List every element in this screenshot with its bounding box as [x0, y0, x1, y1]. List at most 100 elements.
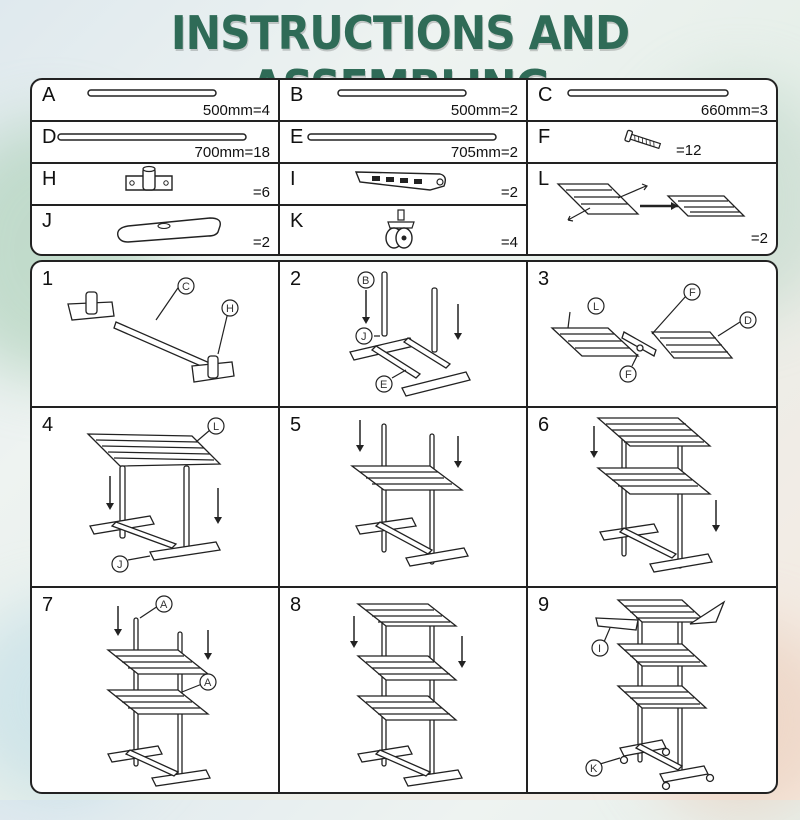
rod-icon	[57, 133, 247, 141]
callout-f	[619, 365, 637, 383]
part-letter: K	[290, 210, 304, 232]
part-quantity: =2	[750, 230, 768, 247]
callout-i	[591, 639, 609, 657]
callout-j	[111, 555, 129, 573]
grid-divider	[32, 406, 776, 408]
part-letter: E	[290, 126, 304, 148]
callout-e-label: E	[380, 379, 387, 391]
part-b: B 500mm=2	[280, 80, 526, 120]
base-foot-icon	[117, 217, 221, 243]
step-number: 3	[538, 268, 550, 290]
part-letter: A	[42, 84, 56, 106]
step-1-diagram: C H	[67, 277, 239, 383]
part-quantity: =4	[500, 234, 518, 251]
callout-c-label: C	[182, 281, 190, 293]
part-quantity: 700mm=18	[194, 144, 270, 161]
step-4: 4 L J	[32, 408, 278, 586]
callout-k-label: K	[590, 763, 598, 775]
step-3-diagram: L F D F	[550, 283, 757, 383]
part-quantity: 660mm=3	[700, 102, 768, 119]
step-5-diagram	[350, 420, 469, 567]
part-letter: J	[42, 210, 52, 232]
folding-shelf-icon	[556, 183, 746, 222]
rod-icon	[87, 89, 217, 97]
callout-a	[155, 595, 173, 613]
rod-icon	[307, 133, 497, 141]
callout-f-label: F	[689, 287, 696, 299]
part-f: F =12	[528, 122, 776, 162]
callout-h-label: H	[226, 303, 234, 315]
grid-divider	[32, 204, 526, 206]
callout-i-label: I	[598, 643, 601, 655]
callout-j-label: J	[361, 331, 367, 343]
callout-d-label: D	[744, 315, 752, 327]
screw-icon	[624, 129, 662, 150]
step-4-diagram: L J	[86, 417, 225, 573]
step-5: 5	[280, 408, 526, 586]
part-quantity: =12	[676, 142, 702, 159]
part-l: L =2	[528, 164, 776, 254]
part-letter: L	[538, 168, 550, 190]
step-9-diagram: I K	[585, 599, 726, 791]
rod-icon	[567, 89, 729, 97]
step-1: 1 C H	[32, 262, 278, 406]
step-number: 6	[538, 414, 550, 436]
callout-e	[375, 375, 393, 393]
step-number: 5	[290, 414, 302, 436]
step-number: 7	[42, 594, 54, 616]
step-number: 4	[42, 414, 54, 436]
connector-bracket-icon	[125, 165, 173, 191]
callout-c	[177, 277, 195, 295]
part-h: H =6	[32, 164, 278, 204]
part-letter: F	[538, 126, 551, 148]
grid-divider	[278, 80, 280, 254]
part-c: C 660mm=3	[528, 80, 776, 120]
step-7-diagram: A A	[106, 595, 217, 787]
part-quantity: =2	[252, 234, 270, 251]
assembly-steps-panel: 1 C H 2	[30, 260, 778, 794]
callout-f	[683, 283, 701, 301]
part-letter: C	[538, 84, 553, 106]
callout-l-label: L	[213, 421, 219, 433]
part-quantity: 705mm=2	[450, 144, 518, 161]
part-k: K =4	[280, 206, 526, 254]
callout-a-label: A	[204, 677, 212, 689]
step-number: 9	[538, 594, 550, 616]
step-2-diagram: B J E	[349, 271, 471, 397]
callout-b-label: B	[362, 275, 369, 287]
step-7: 7 A A	[32, 588, 278, 792]
callout-f-label: F	[625, 369, 632, 381]
part-j: J =2	[32, 206, 278, 254]
callout-l	[207, 417, 225, 435]
part-letter: D	[42, 126, 57, 148]
caster-wheel-icon	[385, 209, 415, 249]
parts-list-panel: A 500mm=4 B 500mm=2 C 660mm=3 D 700mm=18…	[30, 78, 778, 256]
part-quantity: =6	[252, 184, 270, 201]
callout-h	[221, 299, 239, 317]
rod-icon	[337, 89, 467, 97]
part-quantity: 500mm=2	[450, 102, 518, 119]
step-6-diagram	[590, 417, 720, 573]
part-i: I =2	[280, 164, 526, 204]
step-number: 8	[290, 594, 302, 616]
callout-l	[587, 297, 605, 315]
part-d: D 700mm=18	[32, 122, 278, 162]
callout-b	[357, 271, 375, 289]
grid-divider	[526, 80, 528, 254]
step-6: 6	[528, 408, 776, 586]
part-letter: I	[290, 168, 296, 190]
callout-j-label: J	[117, 559, 123, 571]
callout-j	[355, 327, 373, 345]
step-3: 3 L F D F	[528, 262, 776, 406]
part-quantity: =2	[500, 184, 518, 201]
part-letter: B	[290, 84, 304, 106]
part-letter: H	[42, 168, 57, 190]
callout-a-label: A	[160, 599, 168, 611]
grid-divider	[278, 262, 280, 792]
grid-divider	[32, 120, 776, 122]
callout-a	[199, 673, 217, 691]
step-number: 1	[42, 268, 54, 290]
callout-k	[585, 759, 603, 777]
part-quantity: 500mm=4	[202, 102, 270, 119]
step-9: 9 I K	[528, 588, 776, 792]
